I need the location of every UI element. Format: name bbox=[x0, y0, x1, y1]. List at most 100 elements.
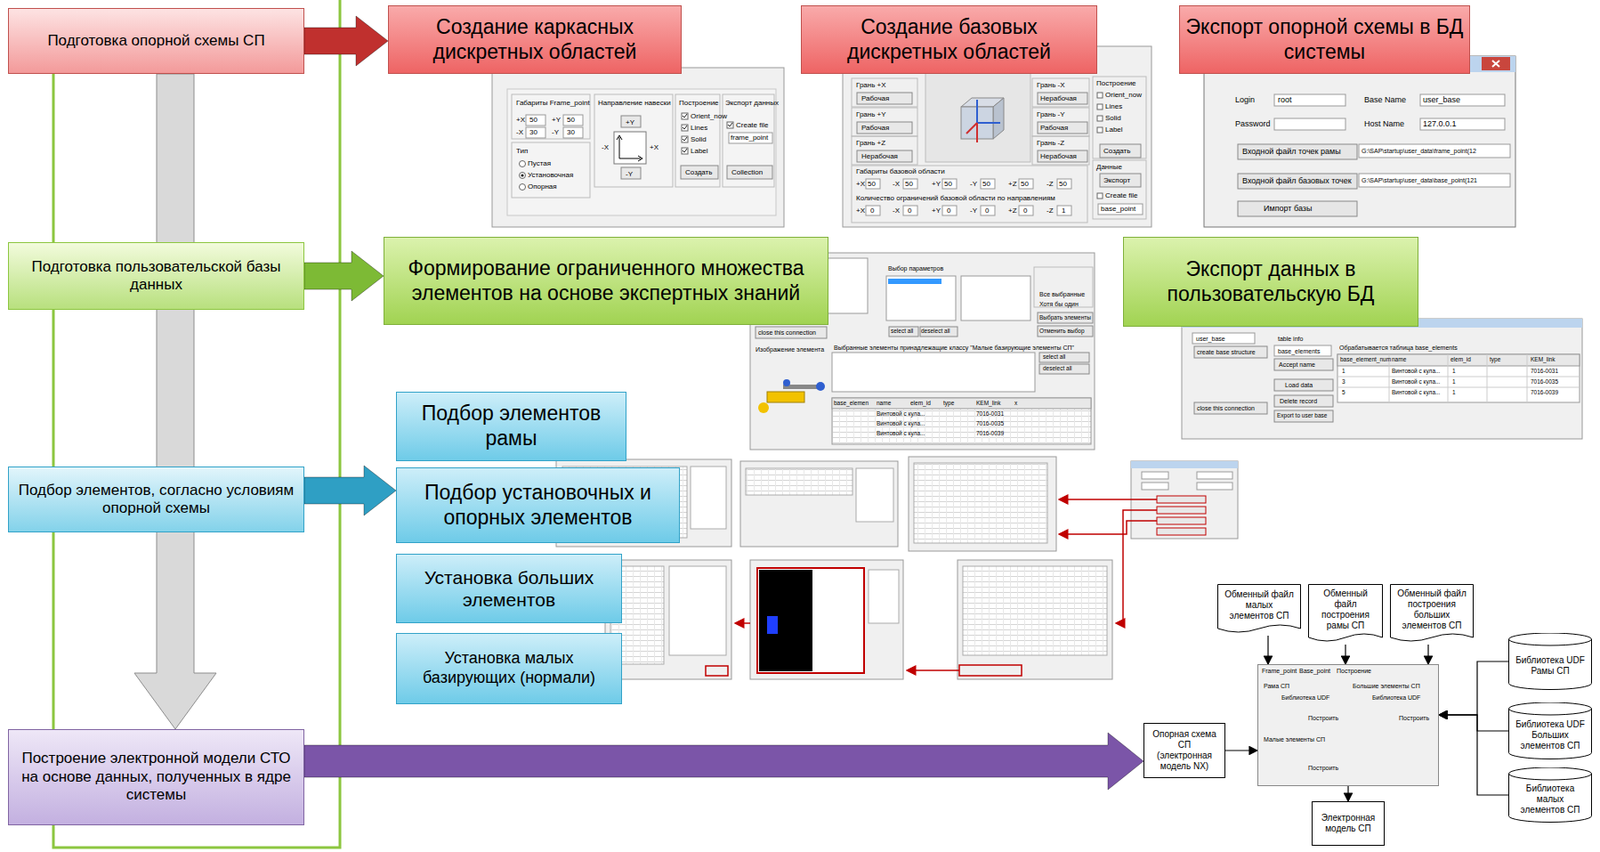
small-screens bbox=[1141, 471, 1169, 479]
node-text: Построить bbox=[1398, 714, 1430, 722]
process-box: Экспорт данных в пользовательскую БД bbox=[1123, 236, 1419, 327]
screen-label: Рабочая bbox=[861, 124, 889, 132]
screen-label: 30 bbox=[529, 129, 538, 137]
screen-label: Collection bbox=[731, 169, 763, 177]
process-box: Подбор элементов рамы bbox=[395, 391, 627, 461]
base-window bbox=[1097, 193, 1103, 199]
process-box: Подготовка опорной схемы СП bbox=[8, 8, 305, 74]
user-export-window bbox=[1274, 358, 1334, 371]
screen-label: KEM_link bbox=[1530, 356, 1555, 364]
node-text: Обменный файл малых элементов СП bbox=[1222, 589, 1296, 622]
screen-label: user_base bbox=[1422, 96, 1461, 105]
base-window bbox=[1018, 178, 1034, 189]
screen-label: Нерабочая bbox=[1040, 95, 1077, 103]
base-window bbox=[980, 178, 995, 189]
screen-label: 7016-0031 bbox=[1530, 368, 1559, 375]
text-group: Библиотека UDF Рамы СП bbox=[1513, 654, 1587, 677]
node-text: Установка малых базирующих (нормали) bbox=[402, 648, 616, 687]
screen-label: +Z bbox=[1008, 207, 1018, 215]
screen-label: deselect all bbox=[1042, 365, 1073, 372]
small-screens bbox=[959, 664, 1022, 676]
screen-label: Построение bbox=[1096, 80, 1137, 88]
screen-label: Грань -Y bbox=[1036, 111, 1066, 119]
base-window bbox=[1099, 173, 1141, 187]
screen-label: +Z bbox=[1008, 180, 1018, 188]
node-text: Подготовка опорной схемы СП bbox=[14, 32, 299, 50]
expert-window bbox=[755, 326, 827, 339]
screen-label: 50 bbox=[982, 180, 991, 188]
screen-label: Выбор параметров bbox=[888, 265, 944, 272]
screen-label: 0 bbox=[985, 207, 989, 215]
flow-arrow bbox=[134, 73, 217, 729]
base-window bbox=[1037, 150, 1088, 162]
screen-label: -Z bbox=[1046, 180, 1054, 188]
export-window bbox=[1420, 118, 1505, 130]
connector-line bbox=[1438, 714, 1509, 731]
base-window bbox=[1097, 115, 1103, 122]
frame-window bbox=[680, 165, 719, 179]
screen-label: +Y bbox=[625, 119, 635, 127]
process-box: Установка малых базирующих (нормали) bbox=[395, 632, 623, 704]
expert-window bbox=[832, 397, 1091, 445]
base-window bbox=[865, 178, 881, 189]
user-export-window bbox=[1337, 354, 1580, 403]
text-group: Формирование ограниченного множества эле… bbox=[389, 256, 823, 306]
small-screens bbox=[690, 466, 727, 529]
document-shape: Обменный файл построения больших элемент… bbox=[1389, 583, 1474, 645]
screen-label: Рабочая bbox=[861, 95, 889, 103]
small-screens bbox=[1156, 517, 1206, 525]
text-group: Подбор установочных и опорных элементов bbox=[402, 480, 674, 530]
text-group: Библиотека UDF Больших элементов СП bbox=[1513, 719, 1587, 752]
frame-window bbox=[519, 161, 526, 191]
node-text: Подбор установочных и опорных элементов bbox=[402, 480, 674, 530]
screen-label: +X bbox=[856, 180, 865, 188]
small-screens bbox=[1141, 482, 1169, 490]
small-screens bbox=[1058, 520, 1157, 534]
small-screens bbox=[767, 615, 778, 634]
base-window bbox=[1032, 78, 1090, 107]
base-window bbox=[1092, 160, 1147, 219]
frame-window bbox=[682, 113, 733, 153]
frame-window bbox=[621, 167, 641, 179]
text-group: Обменный файл построения рамы СП bbox=[1313, 588, 1378, 631]
screen-label: Все выбранные bbox=[1039, 290, 1085, 298]
frame-window bbox=[511, 94, 775, 198]
base-window bbox=[977, 99, 1001, 123]
export-window bbox=[1274, 94, 1511, 187]
screen-label: Входной файл базовых точек bbox=[1242, 177, 1352, 186]
screen-label: select all bbox=[890, 328, 914, 335]
user-export-window bbox=[1274, 395, 1334, 407]
process-box: Установка больших элементов bbox=[395, 553, 623, 623]
small-screens bbox=[750, 559, 904, 679]
node-text: Base_point bbox=[1299, 667, 1331, 675]
screen-label: Login bbox=[1235, 96, 1255, 105]
export-window bbox=[1358, 173, 1511, 187]
screen-label: 1 bbox=[1452, 389, 1456, 396]
base-window bbox=[942, 205, 957, 216]
text-group: Библиотека малых элементов СП bbox=[1513, 783, 1587, 816]
loop-line bbox=[53, 0, 340, 848]
user-export-window bbox=[1274, 410, 1334, 422]
process-box: Экспорт опорной схемы в БД системы bbox=[1179, 5, 1471, 74]
node-text: Создание базовых дискретных областей bbox=[807, 15, 1091, 65]
small-screens bbox=[1196, 471, 1233, 479]
node-text: Построить bbox=[1308, 764, 1339, 772]
screen-label: +Y bbox=[551, 116, 561, 124]
screen-label: +X bbox=[856, 207, 865, 215]
expert-window bbox=[832, 352, 1035, 392]
user-export-window bbox=[1337, 354, 1580, 366]
base-window bbox=[1037, 121, 1088, 134]
screen-label: KEM_link bbox=[976, 400, 1001, 407]
flow-arrow bbox=[304, 250, 384, 301]
base-window bbox=[1037, 92, 1088, 105]
screen-label: -X bbox=[601, 144, 609, 152]
node-text: Библиотека UDF bbox=[1372, 694, 1421, 702]
connector-line bbox=[1347, 785, 1349, 801]
screen-label: base_point bbox=[1100, 205, 1136, 213]
screen-label: Host Name bbox=[1364, 120, 1405, 129]
screen-label: Винтовой с кула... bbox=[876, 411, 925, 418]
node-text: Подбор элементов рамы bbox=[402, 401, 621, 451]
screen-label: Грань +Y bbox=[856, 111, 887, 119]
expert-window bbox=[767, 391, 805, 403]
